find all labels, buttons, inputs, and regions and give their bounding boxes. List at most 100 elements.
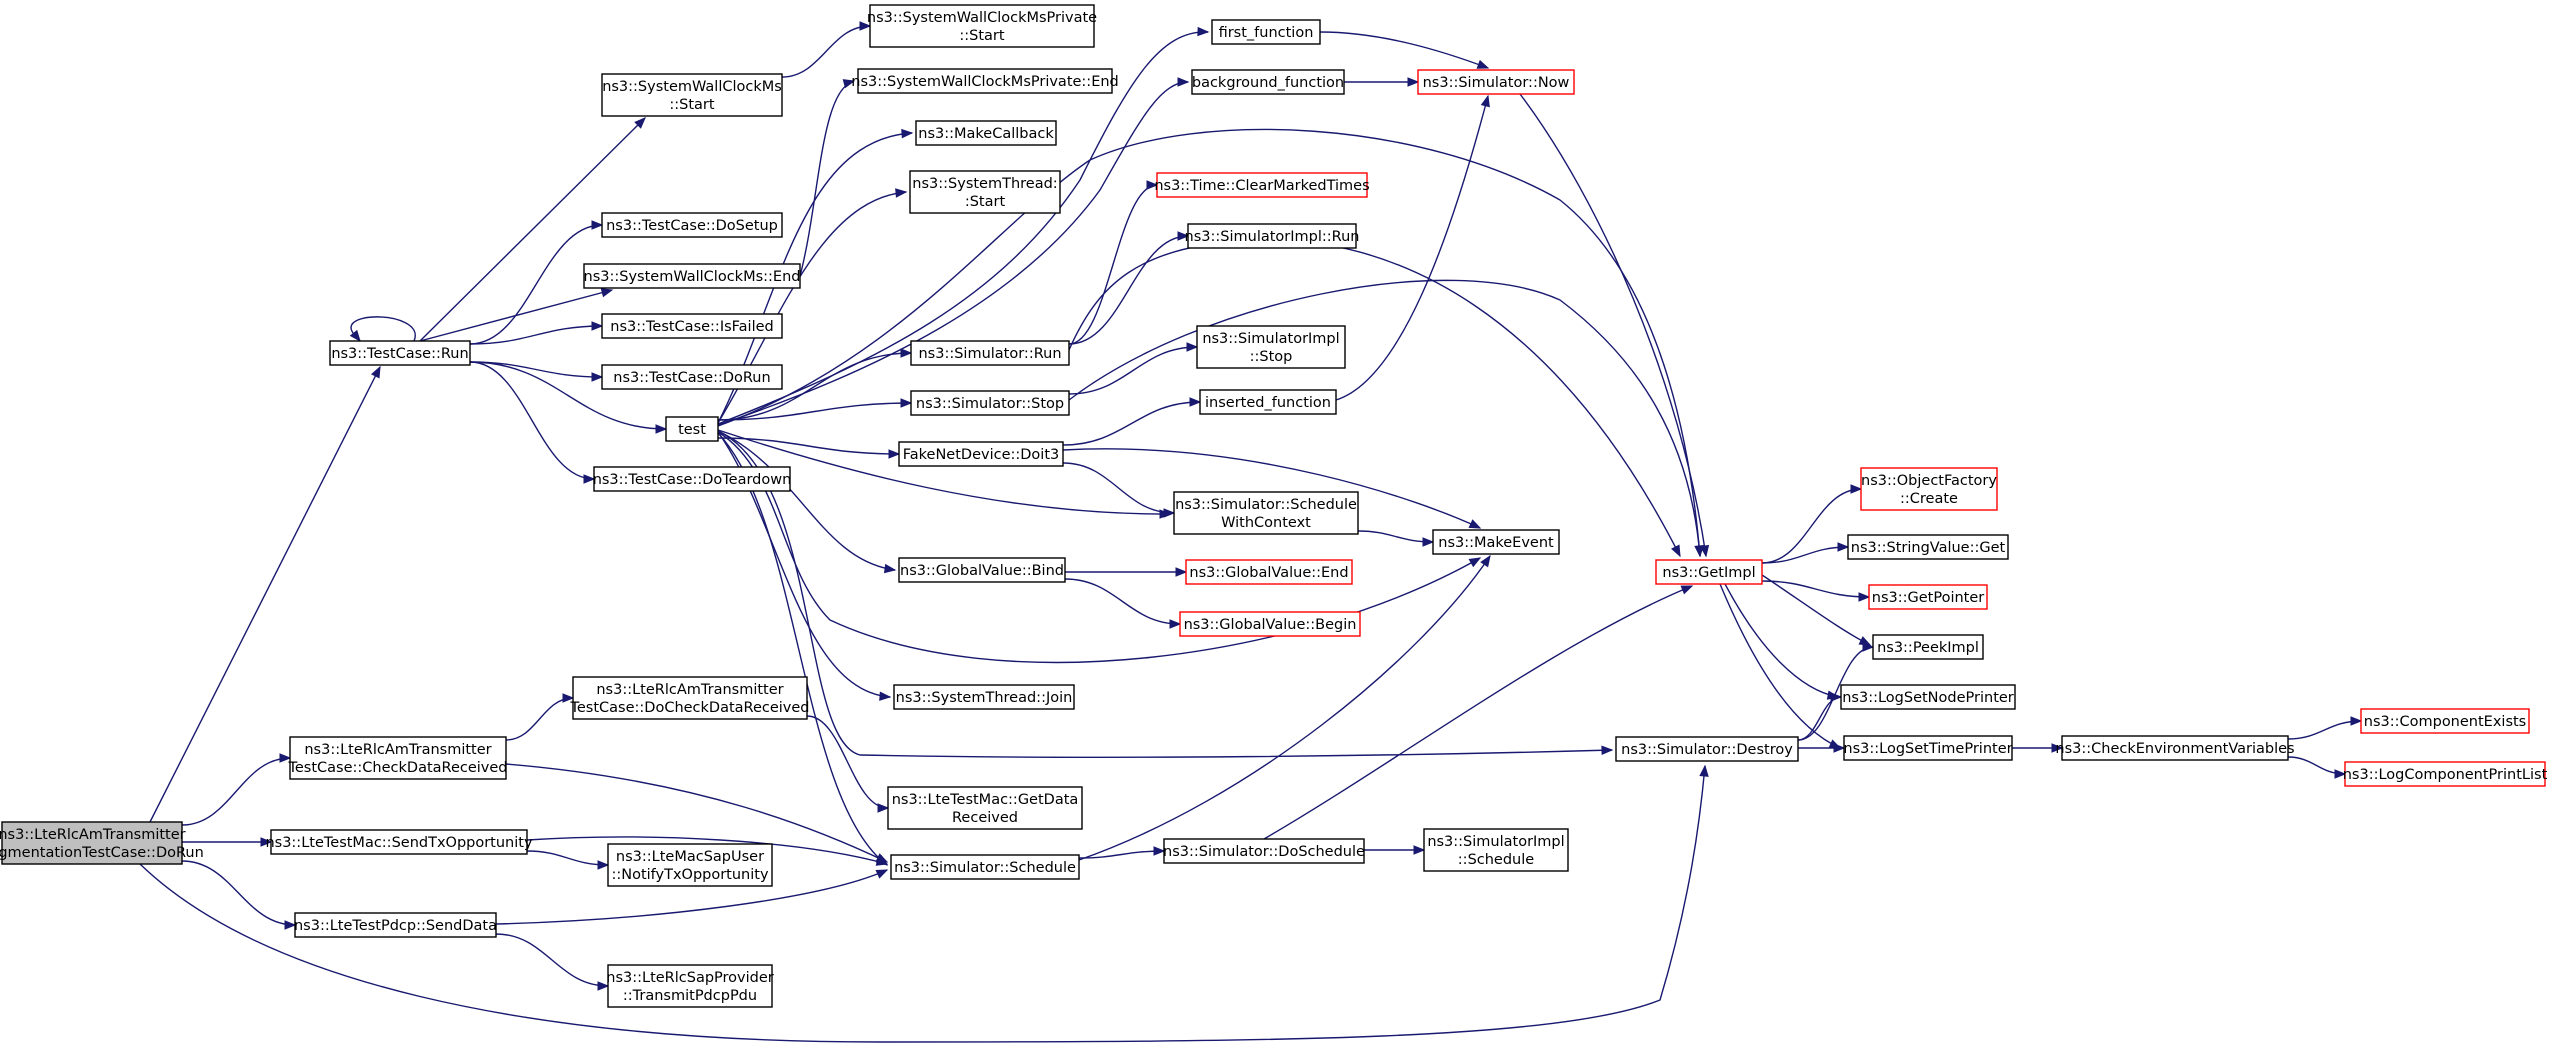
node-sim-destroy[interactable]: ns3::Simulator::Destroy xyxy=(1615,736,1799,762)
edge-arrowhead xyxy=(1422,537,1435,547)
edge-arrowhead xyxy=(1601,745,1614,756)
edge-line xyxy=(181,757,291,826)
node-box xyxy=(887,786,1083,830)
edge-test-to-sim-stop xyxy=(717,398,913,421)
node-get-pointer[interactable]: ns3::GetPointer xyxy=(1868,584,1988,610)
edge-line xyxy=(1062,462,1175,514)
node-label: ::Schedule xyxy=(1458,852,1534,868)
edge-arrowhead xyxy=(349,329,361,343)
node-box xyxy=(1187,223,1357,249)
node-gv-bind[interactable]: ns3::GlobalValue::Bind xyxy=(898,557,1066,583)
node-transmit-pdu[interactable]: ns3::LteRlcSapProvider::TransmitPdcpPdu xyxy=(606,964,774,1008)
node-component-exists[interactable]: ns3::ComponentExists xyxy=(2360,708,2530,734)
node-notify-tx[interactable]: ns3::LteMacSapUser::NotifyTxOpportunity xyxy=(607,843,773,887)
node-label: background_function xyxy=(1192,75,1344,91)
node-box xyxy=(1163,838,1365,864)
node-root[interactable]: ns3::LteRlcAmTransmitterSegmentationTest… xyxy=(0,821,204,865)
node-sim-run[interactable]: ns3::Simulator::Run xyxy=(910,340,1070,366)
edge-line xyxy=(1797,696,1842,741)
node-make-callback[interactable]: ns3::MakeCallback xyxy=(915,120,1057,146)
edge-sim-stop-to-simimpl-stop xyxy=(1068,342,1199,395)
edge-arrowhead xyxy=(1175,567,1188,577)
node-check-data-received[interactable]: ns3::LteRlcAmTransmitterTestCase::CheckD… xyxy=(287,736,508,780)
node-box xyxy=(572,676,808,720)
edge-root-to-pdcp-send xyxy=(181,860,297,930)
node-swcp-end[interactable]: ns3::SystemWallClockMsPrivate::End xyxy=(851,68,1119,94)
node-tc-dorun[interactable]: ns3::TestCase::DoRun xyxy=(601,364,783,390)
edge-tc-run-to-swc-end xyxy=(419,288,614,342)
node-tc-isfailed[interactable]: ns3::TestCase::IsFailed xyxy=(601,313,783,339)
node-swc-start[interactable]: ns3::SystemWallClockMs::Start xyxy=(601,73,783,117)
node-doit3[interactable]: FakeNetDevice::Doit3 xyxy=(898,441,1064,467)
edge-line xyxy=(717,431,1481,664)
node-box xyxy=(1156,172,1368,198)
node-log-time-printer[interactable]: ns3::LogSetTimePrinter xyxy=(1843,735,2013,761)
node-box xyxy=(601,364,783,390)
node-simimpl-run[interactable]: ns3::SimulatorImpl::Run xyxy=(1185,223,1360,249)
edge-arrowhead xyxy=(901,128,914,139)
node-thread-join[interactable]: ns3::SystemThread::Join xyxy=(893,684,1075,710)
edge-arrowhead xyxy=(877,803,890,813)
edge-test-to-make-event xyxy=(717,431,1482,664)
edge-line xyxy=(1519,93,1707,557)
node-swc-end[interactable]: ns3::SystemWallClockMs::End xyxy=(583,263,801,289)
edge-tc-run-to-swc-start xyxy=(419,117,646,342)
node-simimpl-stop[interactable]: ns3::SimulatorImpl::Stop xyxy=(1196,325,1346,369)
node-make-event[interactable]: ns3::MakeEvent xyxy=(1432,529,1560,555)
node-inserted-function[interactable]: inserted_function xyxy=(1199,389,1337,415)
node-sim-doschedule[interactable]: ns3::Simulator::DoSchedule xyxy=(1163,838,1365,864)
edge-arrowhead xyxy=(2051,743,2064,753)
node-label: ns3::SystemWallClockMsPrivate::End xyxy=(851,74,1119,90)
node-obj-factory-create[interactable]: ns3::ObjectFactory::Create xyxy=(1860,467,1998,511)
node-docheck[interactable]: ns3::LteRlcAmTransmitterTestCase::DoChec… xyxy=(569,676,810,720)
node-sim-stop[interactable]: ns3::Simulator::Stop xyxy=(910,390,1070,416)
edge-line xyxy=(469,361,595,480)
edge-arrowhead xyxy=(1169,619,1182,629)
edge-line xyxy=(1761,546,1849,564)
edge-arrowhead xyxy=(1833,743,1846,753)
node-background-function[interactable]: background_function xyxy=(1191,69,1345,95)
edge-line xyxy=(717,128,1701,557)
node-tc-dosetup[interactable]: ns3::TestCase::DoSetup xyxy=(601,212,783,238)
edge-line xyxy=(469,224,603,345)
edge-line xyxy=(505,697,574,741)
node-tc-run[interactable]: ns3::TestCase::Run xyxy=(329,340,471,366)
edge-arrowhead xyxy=(1480,94,1490,108)
node-sim-schedule[interactable]: ns3::Simulator::Schedule xyxy=(890,854,1080,880)
node-test[interactable]: test xyxy=(665,416,719,442)
node-label: TestCase::CheckDataReceived xyxy=(287,760,507,776)
node-sim-now[interactable]: ns3::Simulator::Now xyxy=(1417,69,1575,95)
node-log-node-printer[interactable]: ns3::LogSetNodePrinter xyxy=(1840,684,2016,710)
node-stringvalue-get[interactable]: ns3::StringValue::Get xyxy=(1847,534,2009,560)
node-send-tx-opp[interactable]: ns3::LteTestMac::SendTxOpportunity xyxy=(265,829,533,855)
edge-line xyxy=(469,361,603,378)
edge-line xyxy=(1719,583,1841,749)
node-simimpl-schedule[interactable]: ns3::SimulatorImpl::Schedule xyxy=(1423,828,1569,872)
node-label: ns3::Simulator::Stop xyxy=(916,396,1064,412)
edge-line xyxy=(1319,31,1489,69)
edge-line xyxy=(806,715,889,809)
node-check-env[interactable]: ns3::CheckEnvironmentVariables xyxy=(2055,735,2295,761)
node-box xyxy=(1179,611,1361,637)
node-first-function[interactable]: first_function xyxy=(1211,19,1321,45)
edge-arrowhead xyxy=(883,563,897,574)
node-clear-marked[interactable]: ns3::Time::ClearMarkedTimes xyxy=(1154,172,1370,198)
edge-line xyxy=(1078,850,1165,859)
node-label: ns3::TestCase::IsFailed xyxy=(610,319,773,335)
node-tc-doteardown[interactable]: ns3::TestCase::DoTeardown xyxy=(593,466,792,492)
node-gv-end[interactable]: ns3::GlobalValue::End xyxy=(1185,559,1353,585)
node-gv-begin[interactable]: ns3::GlobalValue::Begin xyxy=(1179,611,1361,637)
node-box xyxy=(1655,559,1763,585)
node-log-component-list[interactable]: ns3::LogComponentPrintList xyxy=(2343,761,2548,787)
node-label: ns3::CheckEnvironmentVariables xyxy=(2055,741,2294,757)
node-thread-start[interactable]: ns3::SystemThread::Start xyxy=(909,170,1061,214)
edge-arrowhead xyxy=(1837,542,1850,552)
node-peek-impl[interactable]: ns3::PeekImpl xyxy=(1872,634,1984,660)
edge-test-to-sim-destroy xyxy=(717,430,1614,758)
edge-line xyxy=(1078,555,1491,861)
node-get-impl[interactable]: ns3::GetImpl xyxy=(1655,559,1763,585)
node-pdcp-send[interactable]: ns3::LteTestPdcp::SendData xyxy=(294,912,497,938)
node-swcp-start[interactable]: ns3::SystemWallClockMsPrivate::Start xyxy=(867,4,1097,48)
